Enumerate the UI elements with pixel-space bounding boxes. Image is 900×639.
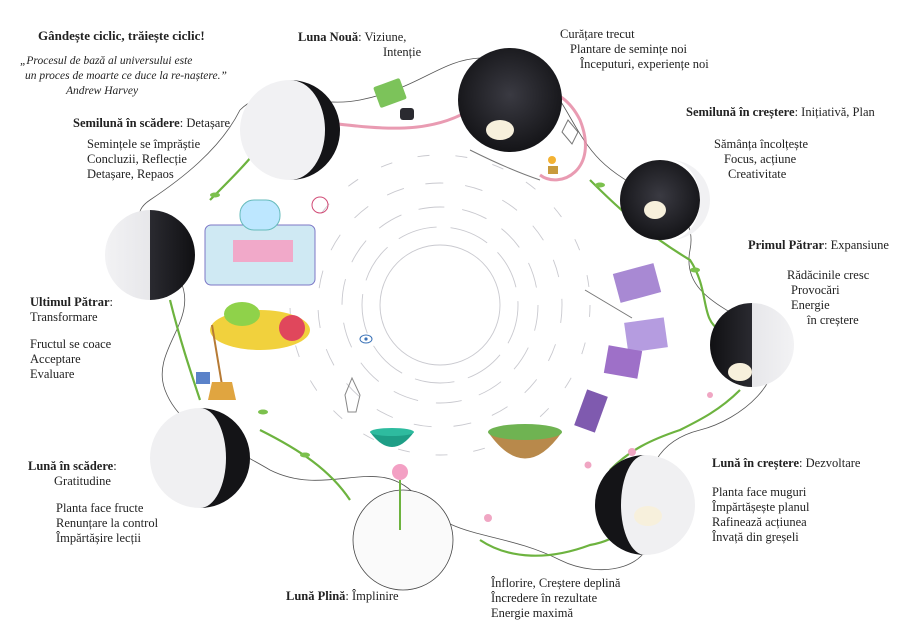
note: Sămânța încolțește <box>714 137 809 151</box>
candle-icon <box>548 156 558 174</box>
phase-name: Lună Plină <box>286 589 346 603</box>
note: Fructul se coace <box>30 337 112 351</box>
crystals-icon <box>344 376 361 413</box>
note: Acceptare <box>30 352 81 366</box>
dreamcatcher-icon <box>311 196 329 214</box>
note: Curățare trecut <box>560 27 635 41</box>
phase-name: Lună în creștere <box>712 456 800 470</box>
altar-table-icon <box>204 199 316 286</box>
bowl-icon <box>370 428 414 447</box>
moon-waning-crescent <box>240 80 340 180</box>
phase-value: Împlinire <box>352 589 399 603</box>
inkwell-icon <box>400 108 414 120</box>
hand-icon <box>469 149 633 319</box>
moon-full <box>352 489 454 591</box>
new-moon-name: Luna Nouă <box>298 30 359 44</box>
note: Creativitate <box>728 167 787 181</box>
phase-name: Semilună în scădere <box>73 116 180 130</box>
note: Energie maximă <box>491 606 574 620</box>
quote: „Procesul de bază al universului este un… <box>20 54 227 99</box>
page-title: Gândește ciclic, trăiește ciclic! <box>38 28 205 43</box>
waxing-gibbous-heading: Lună în creștere: Dezvoltare <box>712 456 861 470</box>
last-quarter-heading: Ultimul Pătrar: <box>30 295 113 309</box>
note: Învață din greșeli <box>712 530 799 544</box>
note: Renunțare la control <box>56 516 159 530</box>
moon-waxing-gibbous <box>595 455 695 555</box>
phase-value: Inițiativă, Plan <box>801 105 875 119</box>
phase-value: Expansiune <box>830 238 889 252</box>
note: Concluzii, Reflecție <box>87 152 187 166</box>
last-quarter-value: Transformare <box>30 310 98 324</box>
note: Înflorire, Creștere deplină <box>491 576 621 590</box>
quote-line: un proces de moarte ce duce la re-nașter… <box>25 70 227 82</box>
phase-value: Dezvoltare <box>805 456 861 470</box>
quote-line: „Procesul de bază al universului este <box>20 55 193 67</box>
waning-gibbous-notes: Planta face fructe Renunțare la control … <box>56 501 158 546</box>
note: Focus, acțiune <box>724 152 797 166</box>
note: Rafinează acțiunea <box>712 515 807 529</box>
crystal-icon <box>561 119 579 145</box>
note: Detașare, Repaos <box>87 167 174 181</box>
cloth-icon <box>210 302 310 350</box>
phase-value: Detașare <box>186 116 231 130</box>
first-quarter-heading: Primul Pătrar: Expansiune <box>748 238 889 252</box>
note: Împărtășește planul <box>712 500 810 514</box>
waning-gibbous-heading: Lună în scădere: <box>28 459 117 473</box>
broom-icon <box>208 324 236 400</box>
waxing-gibbous-notes: Planta face muguri Împărtășește planul R… <box>712 485 810 545</box>
quote-author: Andrew Harvey <box>66 85 139 97</box>
note: Începuturi, experiențe noi <box>580 57 709 71</box>
new-moon-notes: Curățare trecut Plantare de semințe noi … <box>560 27 709 72</box>
phase-name: Ultimul Pătrar <box>30 295 110 309</box>
eye-icon <box>359 334 373 344</box>
waning-crescent-notes: Semințele se împrăștie Concluzii, Reflec… <box>87 137 200 182</box>
lotus-flower-icon <box>392 464 408 530</box>
note: Încredere în rezultate <box>491 591 598 605</box>
waning-crescent-heading: Semilună în scădere: Detașare <box>73 116 231 130</box>
notebook-icon <box>373 78 407 108</box>
last-quarter-notes: Fructul se coace Acceptare Evaluare <box>30 337 111 382</box>
flower-buds-icon <box>484 392 713 522</box>
first-quarter-notes: Rădăcinile cresc Provocări Energie în cr… <box>787 268 869 328</box>
note: Planta face muguri <box>712 485 807 499</box>
phase-name: Semilună în creștere <box>686 105 795 119</box>
note: Provocări <box>791 283 840 297</box>
phase-name: Lună în scădere <box>28 459 114 473</box>
moon-first-quarter <box>710 303 794 387</box>
tarot-cards-icon <box>574 263 668 433</box>
moon-waxing-crescent <box>620 160 710 240</box>
waxing-crescent-notes: Sămânța încolțește Focus, acțiune Creati… <box>714 137 808 182</box>
full-moon-notes: Înflorire, Creștere deplină Încredere în… <box>491 576 620 621</box>
leaves-icon <box>210 182 700 458</box>
moon-last-quarter <box>105 210 195 300</box>
moon-new <box>458 48 562 152</box>
full-moon-heading: Lună Plină: Împlinire <box>286 589 399 603</box>
note: Împărtășire lecții <box>56 531 142 545</box>
waxing-crescent-heading: Semilună în creștere: Inițiativă, Plan <box>686 105 875 119</box>
new-moon-value: Viziune, <box>364 30 407 44</box>
new-moon-value-2: Intenție <box>383 45 422 59</box>
note: în creștere <box>807 313 859 327</box>
note: Semințele se împrăștie <box>87 137 201 151</box>
basket-icon <box>488 424 562 459</box>
note: Energie <box>791 298 830 312</box>
phase-name: Primul Pătrar <box>748 238 825 252</box>
note: Evaluare <box>30 367 75 381</box>
center-swirl <box>289 154 591 456</box>
dustpan-icon <box>196 372 210 384</box>
moon-waning-gibbous <box>150 408 250 508</box>
note: Planta face fructe <box>56 501 144 515</box>
waning-gibbous-value: Gratitudine <box>54 474 111 488</box>
note: Rădăcinile cresc <box>787 268 870 282</box>
new-moon-heading: Luna Nouă: Viziune, <box>298 30 407 44</box>
note: Plantare de semințe noi <box>570 42 687 56</box>
